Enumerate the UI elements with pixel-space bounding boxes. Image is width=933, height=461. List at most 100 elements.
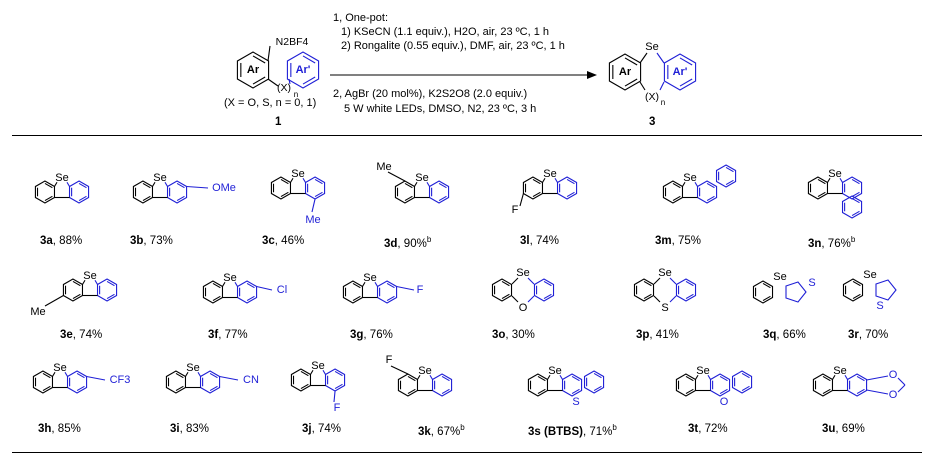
- heteroatom-label: Se: [543, 168, 556, 180]
- double-bond: [501, 280, 510, 287]
- bond: [511, 277, 519, 285]
- compound-label-3u: 3u, 69%: [822, 423, 865, 436]
- bond: [695, 374, 699, 380]
- bond: [82, 279, 86, 285]
- bond: [197, 371, 201, 377]
- heteroatom-label: O: [519, 302, 528, 314]
- double-bond: [817, 178, 826, 185]
- double-bond: [643, 280, 652, 287]
- bond: [682, 181, 686, 187]
- footnote-marker: b: [460, 423, 465, 432]
- double-bond: [72, 280, 81, 287]
- benzene-ring-right: [709, 373, 731, 397]
- bond: [694, 181, 698, 187]
- heteroatom-label: Se: [833, 365, 846, 377]
- double-bond: [300, 383, 309, 390]
- compound-yield: , 77%: [218, 329, 248, 341]
- double-bond: [438, 195, 447, 202]
- n-subscript: n: [294, 90, 298, 99]
- substituent-bond: [44, 295, 64, 307]
- divider-bottom: [12, 452, 922, 453]
- benzene-ring-left: [675, 373, 697, 397]
- ar-label: Ar: [247, 64, 260, 76]
- benzene-ring-right: [428, 180, 450, 204]
- bond: [844, 374, 848, 380]
- compound-id: 3g: [350, 329, 364, 341]
- n2bf4-label: N2BF4: [276, 36, 309, 48]
- compound-label-3h: 3h, 85%: [38, 423, 81, 436]
- benzene-ring-right: [304, 176, 326, 200]
- substituent-label: OMe: [212, 182, 236, 194]
- reactant-scope: (X = O, S, n = 0, 1): [224, 97, 317, 109]
- heteroatom-label: Se: [363, 272, 376, 284]
- substituent-bond: [396, 285, 415, 291]
- compound-id: 3i: [170, 423, 180, 435]
- benzene-ring-left: [842, 278, 864, 302]
- bond: [547, 374, 551, 380]
- double-bond: [762, 282, 771, 289]
- double-bond: [386, 282, 395, 289]
- bond: [234, 281, 238, 287]
- reactant-ring-ar: [236, 51, 270, 89]
- benzene-ring-left: [662, 180, 684, 204]
- compound-yield: , 75%: [671, 235, 702, 247]
- compound-label-3i: 3i, 83%: [170, 423, 209, 436]
- double-bond: [685, 293, 694, 300]
- bond: [222, 281, 226, 287]
- bond: [653, 295, 661, 303]
- double-bond: [252, 55, 266, 64]
- footnote-marker: b: [426, 235, 432, 244]
- condition-line-4: 2, AgBr (20 mol%), K2S2O8 (2.0 equiv.): [333, 88, 528, 100]
- benzene-ring-left: [812, 373, 834, 397]
- heteroatom-label: Se: [153, 172, 166, 184]
- double-bond: [822, 375, 831, 382]
- substituent-bond: [390, 365, 409, 375]
- substituent-label: F: [334, 402, 341, 414]
- double-bond: [76, 372, 85, 379]
- benzene-ring-right: [846, 373, 868, 397]
- double-bond: [851, 178, 860, 185]
- benzene-ring-left: [34, 180, 56, 204]
- double-bond: [741, 372, 750, 379]
- bond: [66, 181, 70, 187]
- compound-id: 3d: [384, 237, 398, 250]
- compound-id: 3q: [763, 329, 777, 341]
- substituent-bond: [311, 198, 316, 213]
- double-bond: [142, 182, 151, 189]
- bond: [374, 281, 378, 287]
- double-bond: [386, 295, 395, 302]
- compound-id: 3m: [655, 235, 672, 247]
- naphthyl-ring: [841, 195, 863, 219]
- thiophene-s-label: S: [572, 396, 579, 408]
- compound-yield: , 66%: [776, 329, 806, 341]
- double-bond: [566, 191, 575, 198]
- benzene-ring-left: [807, 176, 829, 200]
- double-bond: [334, 383, 343, 390]
- double-bond: [852, 280, 861, 287]
- heteroatom-label: Se: [548, 365, 561, 377]
- double-bond: [106, 280, 115, 287]
- bond: [426, 181, 430, 187]
- double-bond: [685, 280, 694, 287]
- compound-id: 3n: [808, 237, 822, 250]
- benzene-ring-left: [491, 278, 513, 302]
- double-bond: [762, 295, 771, 302]
- bond: [527, 277, 535, 285]
- heteroatom-label: Se: [696, 365, 709, 377]
- double-bond: [741, 385, 750, 392]
- compound-id: 3f: [208, 329, 219, 341]
- double-bond: [719, 375, 728, 382]
- compound-yield: , 30%: [505, 329, 535, 341]
- bond: [290, 177, 294, 183]
- compound-id: 3r: [848, 329, 859, 341]
- bond: [639, 52, 648, 64]
- substituent-bond: [86, 375, 106, 381]
- x-linker-label: (X): [645, 91, 659, 103]
- double-bond: [571, 388, 580, 395]
- double-bond: [817, 191, 826, 198]
- benzene-ring-right: [561, 373, 583, 397]
- double-bond: [706, 195, 715, 202]
- furan-o-label: O: [720, 396, 729, 408]
- compound-label-3e: 3e, 74%: [60, 329, 102, 342]
- product-ring-ar-prime: [663, 53, 697, 91]
